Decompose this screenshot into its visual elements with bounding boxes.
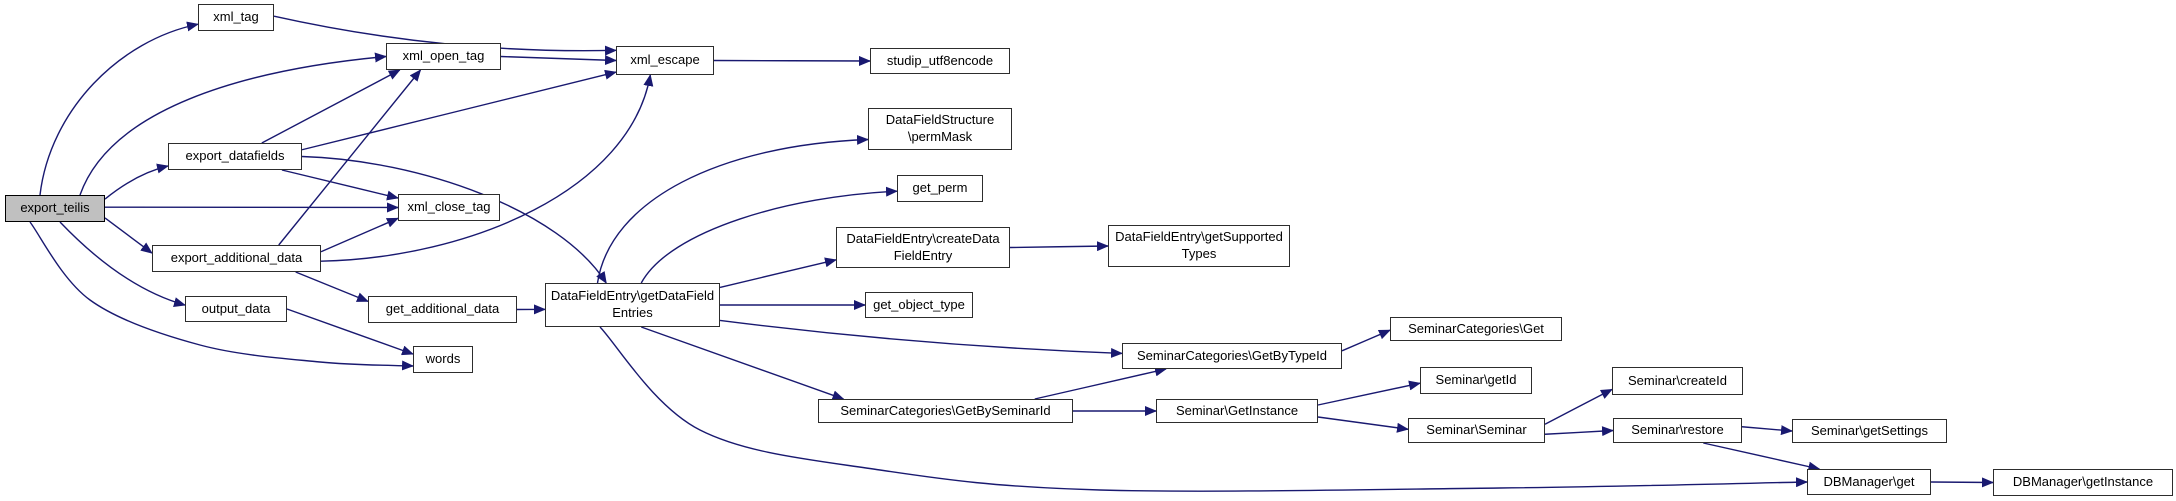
node-words[interactable]: words [413,346,473,373]
edge-export_teilis-export_datafields [104,163,169,200]
edge-export_additional_data-xml_close_tag [320,217,399,253]
edge-getDataFieldEntries-GetByTypeId [719,319,1123,358]
node-SeminarCategoriesGet[interactable]: SeminarCategories\Get [1390,317,1562,341]
edge-createDataFieldEntry-getSupportedTypes [1009,241,1109,252]
edge-restore-getSettings [1741,425,1793,436]
node-getId[interactable]: Seminar\getId [1420,367,1532,394]
edge-restore-DBManagerGet [1703,442,1821,472]
node-get_perm[interactable]: get_perm [897,175,983,202]
edge-GetByTypeId-SeminarCategoriesGet [1341,329,1391,352]
edge-output_data-words [286,308,414,356]
node-GetByTypeId[interactable]: SeminarCategories\GetByTypeId [1122,343,1342,369]
edge-export_additional_data-xml_escape [320,74,654,262]
edge-getDataFieldEntries-GetBySeminarId [641,326,845,401]
node-permMask[interactable]: DataFieldStructure \permMask [868,108,1012,150]
edge-getDataFieldEntries-get_perm [640,186,898,284]
node-DBManagerGet[interactable]: DBManager\get [1807,469,1931,495]
node-GetBySeminarId[interactable]: SeminarCategories\GetBySeminarId [818,399,1073,423]
edge-export_teilis-export_additional_data [104,217,153,254]
edge-export_datafields-xml_escape [301,69,617,151]
edge-getDataFieldEntries-permMask [596,134,869,284]
edge-export_datafields-xml_open_tag [261,69,401,144]
node-getSettings[interactable]: Seminar\getSettings [1792,419,1947,443]
edge-xml_escape-studip_utf8encode [713,55,871,66]
node-xml_escape[interactable]: xml_escape [616,46,714,75]
node-createDataFieldEntry[interactable]: DataFieldEntry\createData FieldEntry [836,227,1010,268]
edge-SeminarSeminar-createId [1544,388,1613,425]
edge-getDataFieldEntries-DBManagerGet [599,326,1808,492]
edge-SeminarSeminar-restore [1544,426,1614,437]
edge-DBManagerGet-DBManagerGetInstance [1930,477,1994,488]
node-xml_open_tag[interactable]: xml_open_tag [386,43,501,70]
node-export_additional_data[interactable]: export_additional_data [152,245,321,272]
edge-export_additional_data-get_additional_data [295,271,369,303]
node-restore[interactable]: Seminar\restore [1613,418,1742,443]
node-getDataFieldEntries[interactable]: DataFieldEntry\getDataField Entries [545,283,720,327]
node-xml_tag[interactable]: xml_tag [198,4,274,31]
edge-export_datafields-getDataFieldEntries [301,155,607,284]
edge-GetInstance-getId [1317,380,1421,406]
node-get_object_type[interactable]: get_object_type [865,292,973,318]
node-createId[interactable]: Seminar\createId [1612,367,1743,395]
node-export_datafields[interactable]: export_datafields [168,143,302,170]
edge-getDataFieldEntries-createDataFieldEntry [719,257,837,289]
edge-export_teilis-words [29,221,414,371]
edge-export_datafields-xml_close_tag [281,169,399,201]
node-GetInstance[interactable]: Seminar\GetInstance [1156,399,1318,423]
edge-xml_open_tag-xml_escape [500,55,617,66]
node-getSupportedTypes[interactable]: DataFieldEntry\getSupported Types [1108,225,1290,267]
node-studip_utf8encode[interactable]: studip_utf8encode [870,48,1010,74]
edge-GetBySeminarId-GetByTypeId [1034,366,1167,400]
edge-GetInstance-SeminarSeminar [1317,416,1409,433]
edge-export_additional_data-xml_open_tag [278,69,422,246]
edge-export_teilis-xml_tag [39,21,199,196]
edge-export_teilis-xml_open_tag [79,52,387,196]
node-output_data[interactable]: output_data [185,296,287,322]
edge-export_teilis-output_data [59,221,186,307]
node-export_teilis[interactable]: export_teilis [5,195,105,222]
node-DBManagerGetInstance[interactable]: DBManager\getInstance [1993,469,2173,496]
node-SeminarSeminar[interactable]: Seminar\Seminar [1408,418,1545,443]
node-xml_close_tag[interactable]: xml_close_tag [398,194,500,221]
node-get_additional_data[interactable]: get_additional_data [368,296,517,323]
